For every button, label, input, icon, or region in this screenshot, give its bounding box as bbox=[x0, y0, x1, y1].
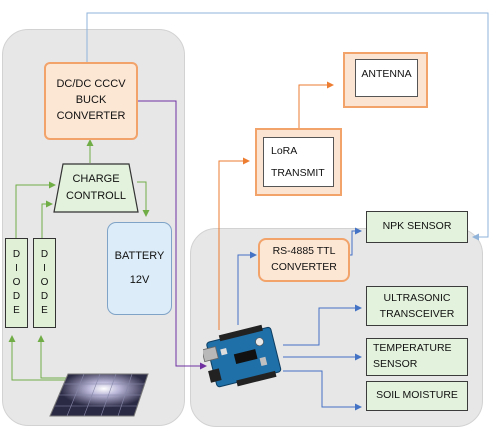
wire-arduino-to-lora bbox=[218, 157, 250, 330]
wire-arduino-to-rs485 bbox=[237, 251, 257, 325]
battery-block: BATTERY 12V bbox=[107, 222, 172, 315]
wire-lora-to-antenna bbox=[298, 81, 334, 128]
wire-diode-right-to-charge bbox=[41, 200, 53, 238]
lora-line-2: TRANSMIT bbox=[271, 167, 325, 179]
diode-right-letter: I bbox=[43, 263, 46, 274]
wire-solar-to-diode-left bbox=[8, 335, 70, 381]
antenna-inner bbox=[355, 59, 418, 97]
npk-sensor-block: NPK SENSOR bbox=[366, 211, 468, 243]
wire-solar-to-diode-right bbox=[37, 335, 78, 379]
wire-arduino-to-ultrasonic bbox=[283, 304, 362, 346]
battery-line-2: 12V bbox=[129, 273, 150, 286]
diode-right-letter: E bbox=[41, 305, 48, 316]
temperature-line-2: SENSOR bbox=[373, 358, 418, 370]
diode-right-letter: D bbox=[40, 249, 49, 260]
solar-panel-icon bbox=[49, 373, 149, 417]
charge-line-2: CONTROLL bbox=[66, 190, 126, 202]
ultrasonic-line-2: TRANSCEIVER bbox=[379, 308, 455, 320]
diode-left-letter: E bbox=[13, 305, 20, 316]
buck-line-2: BUCK bbox=[75, 94, 107, 107]
lora-label: LoRA TRANSMIT bbox=[263, 137, 334, 187]
temperature-line-1: TEMPERATURE bbox=[373, 342, 452, 355]
diode-left-block: D I O D E bbox=[5, 238, 28, 328]
antenna-label: ANTENNA bbox=[355, 59, 418, 91]
diode-left-letter: D bbox=[12, 249, 21, 260]
diode-right-letter: D bbox=[40, 291, 49, 302]
diode-right-block: D I O D E bbox=[33, 238, 56, 328]
rs485-line-1: RS-4885 TTL bbox=[272, 245, 336, 258]
diode-left-letter: O bbox=[12, 277, 21, 288]
diode-left-letter: D bbox=[12, 291, 21, 302]
charge-controller-shape bbox=[53, 163, 139, 213]
wire-rs485-to-npk bbox=[350, 227, 362, 256]
soil-text: SOIL MOISTURE bbox=[376, 389, 458, 402]
charge-line-1: CHARGE bbox=[72, 172, 120, 185]
buck-line-3: CONVERTER bbox=[56, 109, 126, 122]
lora-inner bbox=[263, 137, 334, 187]
diode-left-letter: I bbox=[15, 263, 18, 274]
ultrasonic-line-1: ULTRASONIC bbox=[383, 291, 451, 304]
arduino-board-icon bbox=[203, 324, 282, 388]
antenna-text: ANTENNA bbox=[361, 68, 412, 81]
diode-right-letter: O bbox=[40, 277, 49, 288]
lora-line-1: LoRA bbox=[271, 144, 298, 157]
npk-text: NPK SENSOR bbox=[382, 220, 452, 233]
rs485-line-2: CONVERTER bbox=[271, 261, 337, 273]
wire-arduino-to-soil bbox=[283, 370, 362, 411]
wire-buck-to-arduino bbox=[138, 100, 207, 370]
battery-line-1: BATTERY bbox=[114, 250, 165, 263]
wire-diode-left-to-charge bbox=[15, 181, 56, 238]
buck-converter-block: DC/DC CCCV BUCK CONVERTER bbox=[44, 62, 138, 140]
soil-moisture-block: SOIL MOISTURE bbox=[366, 381, 468, 411]
charge-controller-block: CHARGE CONTROLL bbox=[53, 163, 139, 213]
wire-buck-to-npk bbox=[86, 12, 489, 241]
buck-line-1: DC/DC CCCV bbox=[56, 78, 126, 91]
ultrasonic-block: ULTRASONIC TRANSCEIVER bbox=[366, 286, 468, 326]
wire-charge-to-battery bbox=[137, 181, 150, 217]
rs485-converter-block: RS-4885 TTL CONVERTER bbox=[258, 238, 350, 282]
temperature-sensor-block: TEMPERATURE SENSOR bbox=[366, 338, 468, 376]
